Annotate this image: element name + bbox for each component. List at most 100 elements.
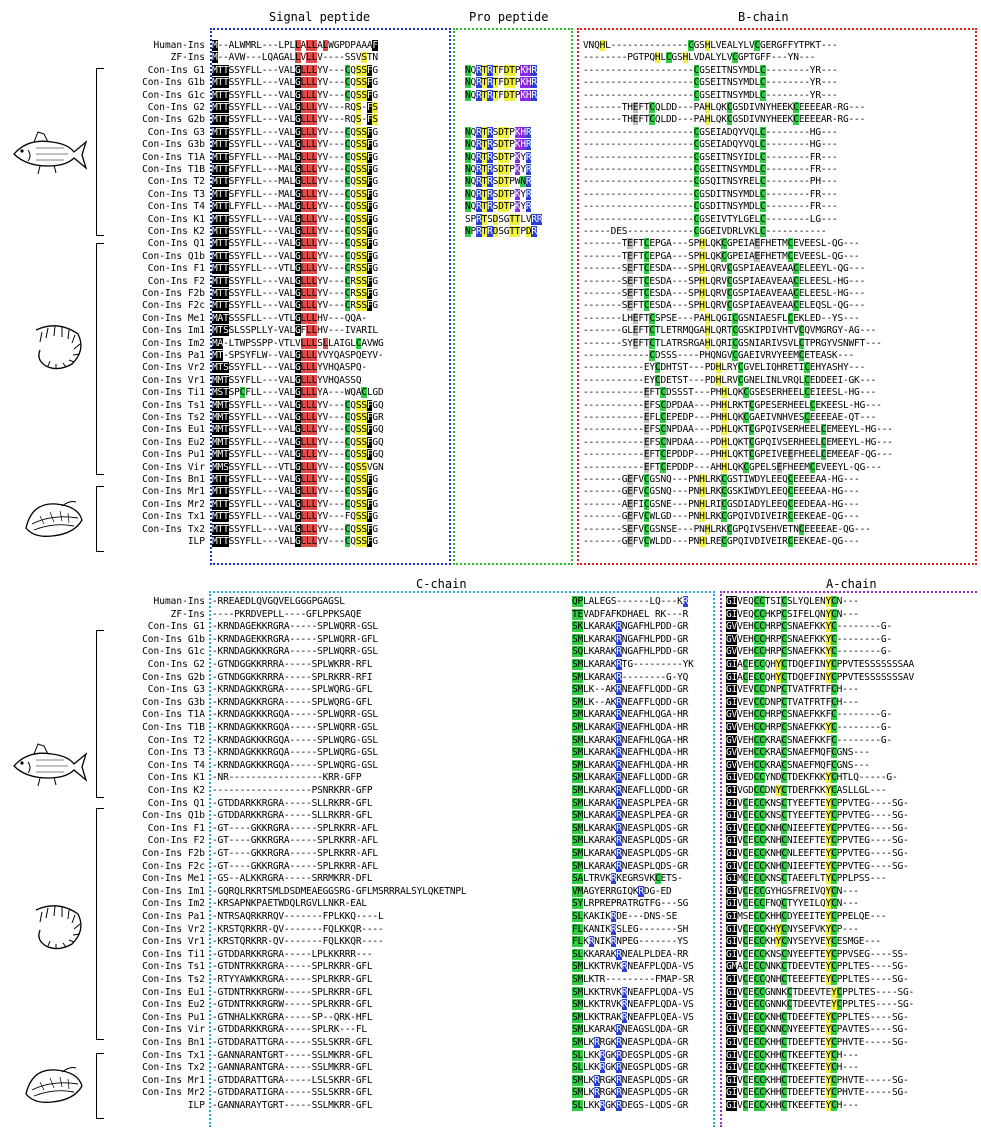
fish-group-bracket-2 — [96, 630, 104, 798]
c-chain-sequence-2: SMLKARAKRNEAFHLQDA-HR — [572, 759, 689, 771]
a-chain-sequence: GIVGDCCDNYCTDERFKKYCASLLGL--- — [726, 785, 887, 796]
c-chain-sequence-2: SMLKKTRVKRNEAFPLQDA-VS — [572, 999, 694, 1011]
c-chain-sequence-2: SMLKARAKRNEAFHLQGA-HR — [572, 709, 689, 721]
a-chain-sequence: GIVCECCGNNKCTDEEVTEYCPPLTES----SG- — [726, 986, 915, 998]
worm-group-bracket — [96, 243, 104, 475]
c-chain-sequence-1: -GTDNTRKKRGRA-----SPLRKRR-GFL — [212, 961, 373, 973]
c-chain-sequence-1: -GTNHALKKRGRA-----SP--QRK-HFL — [212, 1011, 373, 1023]
c-chain-sequence-2: VMAGYERRGIQKRDG-ED — [572, 885, 672, 897]
a-chain-sequence: GIMSECCKHHCDYEEITEYCPPELQE--- — [726, 911, 887, 922]
c-chain-sequence-1: -KRNDAGKKKRGQA-----SPLWQRG-GSL — [212, 747, 378, 759]
sequence-label: Con-Ins Vr2 — [142, 923, 205, 935]
signal-peptide-sequence: MTTSSYFLL---VALGLLLYV---CQSSFG — [212, 498, 378, 510]
c-chain-sequence-1: -KRSAPNKPAETWDQLRGVLLNKR-EAL — [212, 898, 367, 910]
a-chain-sequence: GIVCECCKHHCTKEEFTEYCH--- — [726, 1049, 859, 1061]
fish-icon-2 — [13, 743, 88, 787]
sequence-label: Con-Ins Mr2 — [142, 1087, 205, 1099]
sequence-label: Con-Ins G2b — [142, 114, 205, 126]
a-chain-sequence: GIVCECCKNSCTYEEFTEYCPPVTEG----SG- — [726, 797, 909, 809]
c-chain-sequence-1: -GTNDGGKKRRRA-----SPLWKRR-RFL — [212, 659, 373, 670]
b-chain-sequence: -------SEFTCESDA---SPHLQRVCGSPIAEAVEAACE… — [583, 300, 866, 312]
sequence-label: Con-Ins F1 — [147, 822, 205, 834]
a-chain-sequence: GIVCECCKHHCTKEEFTEYCH--- — [726, 1100, 859, 1111]
c-chain-sequence-2: SMLKARAKRNEAFLLQDD-GR — [572, 772, 689, 784]
c-chain-sequence-2: SMLKARAKRNEASPLPEA-GR — [572, 810, 689, 822]
c-chain-sequence-2: SMLKARAKRNGAFHLPDD-GR — [572, 633, 689, 645]
sequence-label: Con-Ins Q1b — [142, 250, 205, 262]
sequence-label: Con-Ins F2 — [147, 275, 205, 287]
sequence-label: Con-Ins Vr1 — [142, 374, 205, 386]
c-chain-sequence-2: SMLKARAKRNEASPLQDS-GR — [572, 822, 689, 834]
sequence-label: Con-Ins G3 — [147, 684, 205, 696]
b-chain-sequence: -----------EFSCDPDAA---PHHLRKTCGPESERHEE… — [583, 399, 882, 411]
a-chain-sequence: GIVCECCKNHCNIEEFTEYCPPVTEG----SG- — [726, 860, 909, 872]
signal-peptide-sequence: MTSSSYFLL---VALGLLLYVHQASPQ- — [212, 362, 367, 374]
a-chain-sequence: GIVCECCGYHGSFREIVQYCN--- — [726, 885, 859, 897]
sequence-label: Con-Ins Eu1 — [142, 986, 205, 998]
a-chain-sequence: GVVEHCCKRACSNAEFMQFCGNS--- — [726, 759, 870, 771]
b-chain-sequence: -----------EFTCEPDDP---AHHLQKCGPELSEFHEE… — [583, 461, 882, 473]
b-chain-sequence: -------SEFVCGSNSE---PNHLRKCGPQIVSEHVETNC… — [583, 523, 871, 535]
signal-peptide-sequence: MTTSFYFLL---MALGLLLYV---CQSSFG — [212, 151, 378, 163]
sequence-label: Con-Ins G1c — [142, 89, 205, 101]
a-chain-sequence: GVVEHCCHRPCSNAEFKKYC--------G- — [726, 722, 892, 733]
sequence-label: Con-Ins Ts2 — [142, 412, 205, 423]
sequence-label: Human-Ins — [153, 596, 205, 607]
sequence-label: Con-Ins Eu2 — [142, 999, 205, 1011]
b-chain-sequence: -------GEFVCGSNQ---PNHLRKCGSTIWDYLEEQCEE… — [583, 474, 860, 485]
c-chain-sequence-2: SALTRVKRKEGRSVKCETS- — [572, 873, 683, 885]
b-chain-sequence: -------SEFTCESDA---SPHLQRVCGSPIAEAVEAACE… — [583, 275, 866, 287]
sequence-label: Con-Ins T2 — [147, 176, 205, 188]
b-chain-sequence: -----DES------------CGGEIVDRLVKLC-------… — [583, 226, 827, 237]
a-chain-sequence: GIVEDCCYNDCTDEKFKKYCHTLQ-----G- — [726, 772, 898, 784]
signal-peptide-sequence: MTTSSYFLL---VALGLLLYV---CQSSFG — [212, 474, 378, 485]
c-chain-sequence-2: SMLKARAKRNEAFHLQGA-HR — [572, 734, 689, 746]
c-chain-sequence-2: SLLKKRGKRDEGSPLQDS-GR — [572, 1049, 689, 1061]
pro-peptide-sequence: NQRTRTFDTPKHR — [465, 89, 537, 101]
sequence-label: Con-Ins Q1 — [147, 797, 205, 809]
c-chain-sequence-1: -NR-----------------KRR-GFP — [212, 772, 362, 784]
pro-peptide-sequence: NPRTRDSGTTPDR — [465, 226, 537, 237]
pro-peptide-sequence: NQRTRTFDTPKHR — [465, 64, 537, 76]
c-chain-sequence-1: -KRNDAGKKRGRA-----SPLWQRG-GFL — [212, 696, 373, 708]
sequence-label: Con-Ins Bn1 — [142, 474, 205, 485]
sequence-label: Con-Ins T3 — [147, 188, 205, 200]
sequence-label: Con-Ins F1 — [147, 263, 205, 275]
b-chain-sequence: VNQHL--------------CGSHLVEALYLVCGERGFFYT… — [583, 40, 838, 51]
pro-peptide-sequence: NQRTRSDTPKYR — [465, 188, 532, 200]
sequence-label: Con-Ins F2b — [142, 288, 205, 299]
b-chain-sequence: -------SEFTCESDA---SPHLQRVCGSPIAEAVEAACE… — [583, 263, 866, 275]
b-chain-sequence: -----------EYCDETST---PDHLRVCGNELINLVRQL… — [583, 374, 877, 386]
a-chain-sequence: GIVCECCKNHCNIEEFTEYCPPVTEG----SG- — [726, 835, 909, 847]
sequence-label: Con-Ins K1 — [147, 772, 205, 784]
signal-peptide-sequence: MTTSFYFLL---MALGLLLYV---CQSSFG — [212, 188, 378, 200]
c-chain-sequence-1: -KRNDAGKKKRGQA-----SPLWQRG-GSL — [212, 734, 378, 746]
sequence-label: Con-Ins K2 — [147, 785, 205, 796]
a-chain-sequence: GIVEVCCDNPCTVATFRTFCH--- — [726, 696, 859, 708]
b-chain-sequence: -------LHEFTCSPSE---PAHLQGICGSNIAESFLCEK… — [583, 312, 860, 324]
worm-group-bracket-2 — [96, 808, 104, 1040]
signal-peptide-sequence: MTTSSYFLL---VALGLLLYV---CQSSFG — [212, 89, 378, 101]
a-chain-sequence: GIVCECCKNHCTDEEFTEYCPPLTES----SG- — [726, 1011, 909, 1023]
signal-peptide-sequence: MTTSFYFLL---MALGLLLYV---CQSSFG — [212, 164, 378, 175]
b-chain-sequence: -------TEFTCEPGA---SPHLQKCGPEIAEFHETMCEV… — [583, 238, 860, 250]
sequence-label: Con-Ins Bn1 — [142, 1037, 205, 1048]
c-chain-sequence-2: SMLKARAKRNEASPLQDS-GR — [572, 860, 689, 872]
sequence-label: Con-Ins Ts2 — [142, 974, 205, 985]
pro-peptide-sequence: NQRTRSDTPWNR — [465, 176, 532, 188]
sequence-label: Con-Ins F2b — [142, 848, 205, 859]
sequence-label: Con-Ins T3 — [147, 747, 205, 759]
a-chain-sequence: GIVCECCKHYCNYSEYVEYCESMGE--- — [726, 936, 881, 948]
signal-peptide-sequence: MTTSSYFLL---VALGLLLYV---CQSSFG — [212, 126, 378, 138]
signal-peptide-sequence: MTSSLSSPLLY-VALGFLLHV---IVARIL — [212, 325, 378, 337]
sequence-label: Con-Ins Eu1 — [142, 424, 205, 436]
sequence-label: Con-Ins F2c — [142, 300, 205, 312]
sequence-label: Con-Ins G3b — [142, 696, 205, 708]
a-chain-sequence: GIACECCQHYCTDQEFINYCPPVTESSSSSSSAV — [726, 671, 915, 683]
a-chain-header: A-chain — [826, 577, 877, 591]
signal-peptide-sequence: MTTSSYFLL---VALGLLLYV---CRSSFG — [212, 288, 378, 299]
signal-peptide-sequence: MTTSSYFLL---VALGLLLYV---CQSSFG — [212, 77, 378, 89]
c-chain-sequence-2: SMLKRRGKRNEASPLQDS-GR — [572, 1074, 689, 1086]
b-chain-sequence: -----------EFTCEPDDP---PHHLQKTCGPEIVEEFH… — [583, 449, 893, 461]
a-chain-sequence: GIVEVCCDNPCTVATFRTFCH--- — [726, 684, 859, 696]
